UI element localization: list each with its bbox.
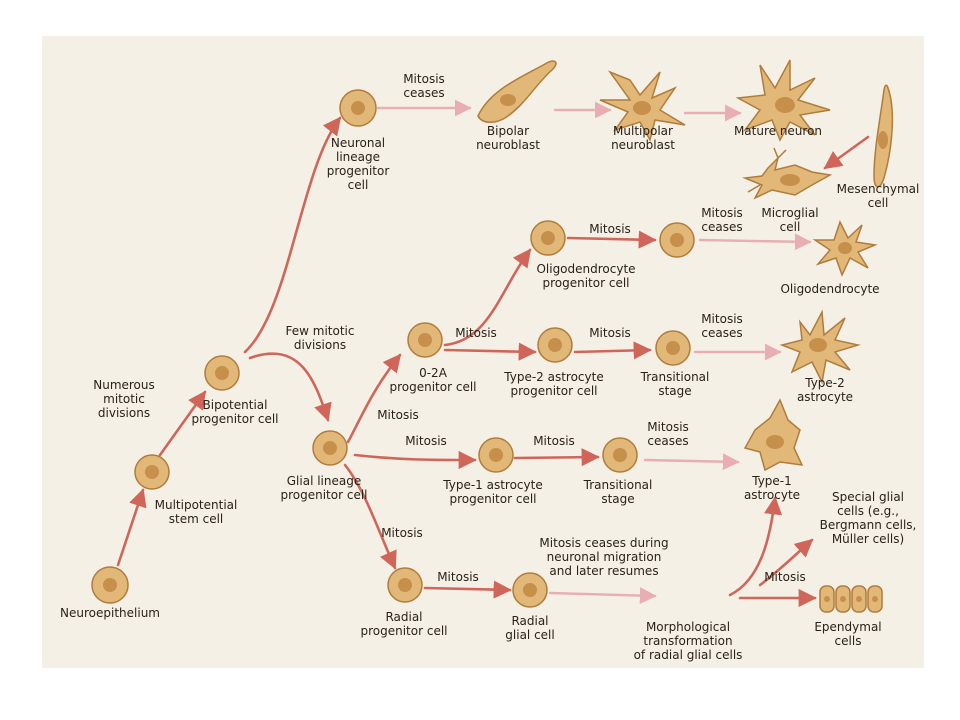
label-microglial-cell: Microglial cell xyxy=(761,206,819,234)
arrow-multipotential-to-bipotential xyxy=(158,390,207,457)
label-oligo-progenitor: Oligodendrocyte progenitor cell xyxy=(536,262,636,290)
label-transitional-2: Transitional stage xyxy=(583,478,653,506)
arrow-neuro-to-multipotential xyxy=(116,488,147,567)
cell-type2-progenitor xyxy=(537,327,573,363)
arrow-morph-to-type1 xyxy=(728,496,783,597)
label-numerous-mitotic: Numerous mitotic divisions xyxy=(93,378,155,420)
arrow-oligo-to-oligodendrocyte xyxy=(698,233,812,251)
label-morph-transform: Morphological transformation of radial g… xyxy=(633,620,743,662)
label-radial-progenitor: Radial progenitor cell xyxy=(360,610,448,638)
label-mitosis-ependymal: Mitosis xyxy=(764,570,806,584)
label-mitosis-ceases-3: Mitosis ceases xyxy=(701,312,743,340)
label-mitosis-glial-mid: Mitosis xyxy=(405,434,447,448)
label-mitosis-ceases-1: Mitosis ceases xyxy=(403,72,445,100)
label-mitosis-oligo: Mitosis xyxy=(589,222,631,236)
round-cells xyxy=(91,89,695,608)
arrow-oligo-progenitor-to-oligo xyxy=(566,230,657,249)
cell-oligodendrocyte xyxy=(812,220,878,277)
label-mitosis-ceases-2: Mitosis ceases xyxy=(701,206,743,234)
arrow-glial-to-o2a xyxy=(346,353,402,444)
arrow-type1-progenitor-to-transitional xyxy=(513,448,600,467)
arrow-mesenchymal-to-microglial xyxy=(823,135,870,170)
cell-transitional-2 xyxy=(602,437,638,473)
arrow-glial-to-type1 xyxy=(353,450,477,470)
label-bipolar-neuroblast: Bipolar neuroblast xyxy=(476,124,540,152)
cell-ependymal xyxy=(819,585,883,613)
label-mitosis-ceases-4: Mitosis ceases xyxy=(647,420,689,448)
label-multipolar-neuroblast: Multipolar neuroblast xyxy=(611,124,675,152)
cell-mature-neuron xyxy=(735,59,831,142)
arrow-morph-to-special xyxy=(758,538,814,587)
label-type1-progenitor: Type-1 astrocyte progenitor cell xyxy=(443,478,543,506)
label-neuronal-lineage: Neuronal lineage progenitor cell xyxy=(326,136,390,192)
label-transitional-1: Transitional stage xyxy=(640,370,710,398)
cell-type2-astrocyte xyxy=(779,309,861,385)
label-special-glial: Special glial cells (e.g., Bergmann cell… xyxy=(819,490,917,546)
arrow-type2-progenitor-to-transitional xyxy=(573,341,652,360)
label-bipotential: Bipotential progenitor cell xyxy=(191,398,279,426)
arrow-bipotential-to-glial xyxy=(248,352,332,422)
label-mitosis-radial-down: Mitosis xyxy=(381,526,423,540)
cell-neuronal-lineage xyxy=(339,89,377,127)
cell-bipotential xyxy=(204,355,240,391)
arrow-bipotential-to-neuronal xyxy=(243,116,342,354)
label-type2-progenitor: Type-2 astrocyte progenitor cell xyxy=(504,370,604,398)
cell-multipotential xyxy=(134,454,170,490)
arrow-transitional2-to-type1 xyxy=(643,453,740,471)
cell-type1-progenitor xyxy=(478,437,514,473)
cell-microglial xyxy=(742,147,833,200)
cell-type1-astrocyte xyxy=(743,398,804,472)
cell-glial-lineage xyxy=(312,430,348,466)
cell-multipolar-neuroblast xyxy=(599,70,686,143)
label-mature-neuron: Mature neuron xyxy=(733,124,823,138)
label-few-mitotic: Few mitotic divisions xyxy=(285,324,355,352)
cell-bipolar-neuroblast xyxy=(477,60,557,123)
label-radial-glial: Radial glial cell xyxy=(505,614,555,642)
cell-radial-progenitor xyxy=(387,567,423,603)
label-ependymal: Ependymal cells xyxy=(814,620,882,648)
label-type1-astrocyte: Type-1 astrocyte xyxy=(743,474,801,502)
label-mesenchymal-cell: Mesenchymal cell xyxy=(836,182,920,210)
cell-oligo-precursor xyxy=(659,222,695,258)
arrow-o2a-to-type2-progenitor xyxy=(443,342,537,361)
arrow-o2a-to-oligo-progenitor xyxy=(443,248,532,347)
arrow-radial-glial-to-morph xyxy=(548,587,657,604)
cell-neuroepithelium xyxy=(91,566,129,604)
cell-transitional-1 xyxy=(655,330,691,366)
cell-o2a xyxy=(407,322,443,358)
label-mitosis-t2: Mitosis xyxy=(589,326,631,340)
label-glial-lineage: Glial lineage progenitor cell xyxy=(280,474,368,502)
label-mitosis-glial-up: Mitosis xyxy=(377,408,419,422)
label-multipotential: Multipotential stem cell xyxy=(154,498,238,526)
label-mitosis-t1: Mitosis xyxy=(533,434,575,448)
arrow-glial-to-radial xyxy=(343,463,397,570)
arrow-radial-progenitor-to-radial-glial xyxy=(423,580,512,599)
cell-mesenchymal xyxy=(873,84,894,188)
cell-radial-glial xyxy=(512,572,548,608)
cell-oligo-progenitor xyxy=(530,220,566,256)
label-mitosis-ceases-during: Mitosis ceases during neuronal migration… xyxy=(539,536,669,578)
label-oligodendrocyte: Oligodendrocyte xyxy=(780,282,880,296)
label-mitosis-o2a: Mitosis xyxy=(455,326,497,340)
label-mitosis-radial: Mitosis xyxy=(437,570,479,584)
label-neuroepithelium: Neuroepithelium xyxy=(60,606,160,620)
label-o2a-progenitor: 0-2A progenitor cell xyxy=(389,366,477,394)
label-type2-astrocyte: Type-2 astrocyte xyxy=(796,376,854,404)
